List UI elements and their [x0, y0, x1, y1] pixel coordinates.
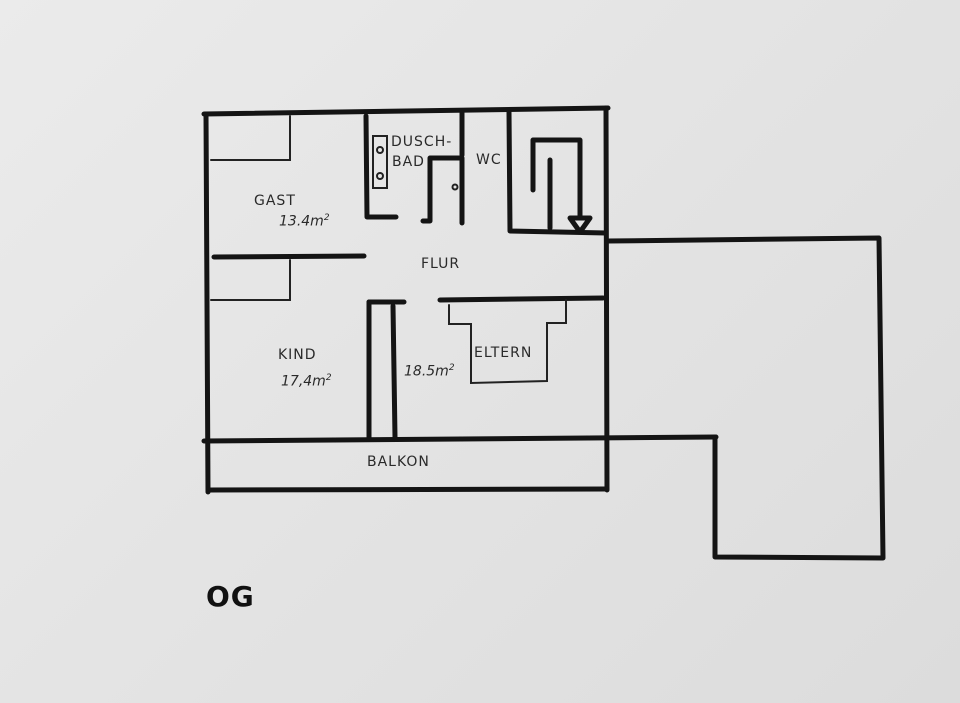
gast-area: 13.4m2: [279, 213, 330, 230]
eltern-wardrobe: [448, 299, 567, 385]
wall-bad-wc-left: [420, 155, 465, 226]
shower-drain-1: [376, 146, 384, 154]
wall-eltern-top: [437, 295, 606, 303]
wall-kind-right-inner: [390, 303, 398, 440]
balkon-label: BALKON: [367, 454, 430, 470]
duschbad-label-line2: BAD: [392, 154, 425, 170]
annex-wall: [605, 235, 886, 561]
shower-basin: [372, 135, 388, 189]
outer-wall-right: [603, 105, 610, 493]
balcony-top-wall: [201, 434, 719, 444]
kind-label: KIND: [278, 347, 317, 363]
wc-label: WC: [476, 152, 502, 168]
stairs-arrow: [567, 215, 593, 235]
shower-drain-2: [376, 172, 384, 180]
wc-door-knob: [451, 183, 459, 191]
balcony-bottom-wall: [205, 486, 610, 493]
eltern-area: 18.5m2: [404, 363, 455, 380]
wall-gast-bad: [363, 113, 399, 220]
kind-bed: [210, 259, 291, 301]
floor-label: OG: [206, 580, 255, 613]
wall-wc-right: [506, 109, 609, 236]
outer-wall-left: [203, 111, 211, 495]
gast-label: GAST: [254, 193, 296, 209]
wall-gast-flur: [211, 253, 367, 260]
duschbad-label-line1: DUSCH-: [391, 134, 453, 150]
stairs: [530, 137, 583, 221]
kind-area: 17,4m2: [281, 373, 332, 390]
flur-label: FLUR: [421, 256, 461, 272]
outer-wall-top: [201, 105, 611, 117]
gast-bed: [210, 115, 291, 161]
eltern-label: ELTERN: [474, 345, 533, 361]
